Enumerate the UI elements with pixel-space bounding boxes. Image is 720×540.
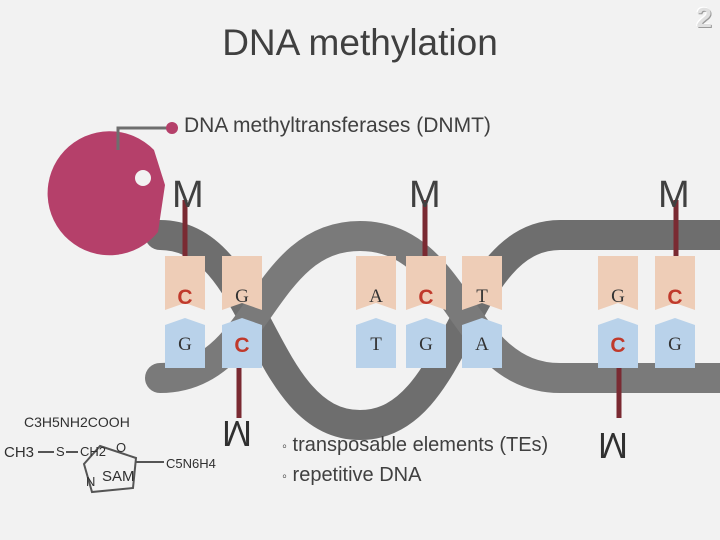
flipped-methyl-mark: M: [222, 413, 252, 454]
sam-nitrogen: N: [86, 474, 96, 489]
flipped-methyl-mark: M: [598, 425, 628, 466]
base-block-bottom: [406, 318, 446, 368]
base-label-bottom: G: [419, 334, 433, 355]
bullet-text-repetitive: repetitive DNA: [292, 464, 422, 486]
base-label-bottom: T: [370, 334, 382, 355]
methyl-mark: M: [409, 174, 441, 216]
methyl-mark: M: [658, 174, 690, 216]
base-label-top: C: [667, 286, 683, 309]
sam-adenine: C5N6H4: [166, 456, 216, 471]
dnmt-pointer-line: [116, 126, 168, 150]
base-block-top: [356, 256, 396, 310]
dnmt-pacman-icon: [47, 131, 165, 256]
page-number: 2: [696, 2, 712, 33]
sam-oxygen: O: [116, 440, 127, 455]
base-label-top: G: [235, 286, 249, 307]
base-label-top: T: [476, 286, 488, 307]
base-block-top: [222, 256, 262, 310]
base-block-bottom: [655, 318, 695, 368]
methyl-mark: M: [172, 174, 204, 216]
base-block-top: [655, 256, 695, 310]
base-label-top: C: [177, 286, 193, 309]
sam-formula: C3H5NH2COOH: [24, 414, 130, 430]
base-label-bottom: A: [475, 334, 489, 355]
dnmt-label: DNA methyltransferases (DNMT): [184, 114, 491, 137]
base-block-bottom: [165, 318, 205, 368]
sam-methyl: CH3: [4, 444, 35, 461]
base-block-bottom: [356, 318, 396, 368]
base-label-bottom: C: [234, 334, 250, 357]
sam-sulfur: S: [56, 444, 65, 459]
base-block-top: [598, 256, 638, 310]
pacman-eye: [135, 170, 151, 186]
bullet-glyph: ◦: [282, 437, 287, 454]
sam-ring: [82, 444, 138, 494]
base-label-bottom: C: [610, 334, 626, 357]
base-block-bottom: [462, 318, 502, 368]
base-block-bottom: [222, 318, 262, 368]
base-block-top: [462, 256, 502, 310]
base-label-bottom: G: [668, 334, 682, 355]
sam-ch2: CH2: [80, 444, 107, 459]
base-label-top: G: [611, 286, 625, 307]
bullet-text-tes: transposable elements (TEs): [292, 434, 549, 456]
bullet-item: ◦ transposable elements (TEs): [282, 434, 548, 457]
bullet-item: ◦ repetitive DNA: [282, 464, 421, 487]
page-title: DNA methylation: [222, 22, 498, 63]
base-block-top: [165, 256, 205, 310]
base-label-top: A: [369, 286, 383, 307]
base-label-bottom: G: [178, 334, 192, 355]
base-block-bottom: [598, 318, 638, 368]
base-block-top: [406, 256, 446, 310]
bullet-glyph: ◦: [282, 467, 287, 484]
base-label-top: C: [418, 286, 434, 309]
dnmt-pointer-dot: [166, 122, 178, 134]
sam-name: SAM: [102, 468, 135, 485]
